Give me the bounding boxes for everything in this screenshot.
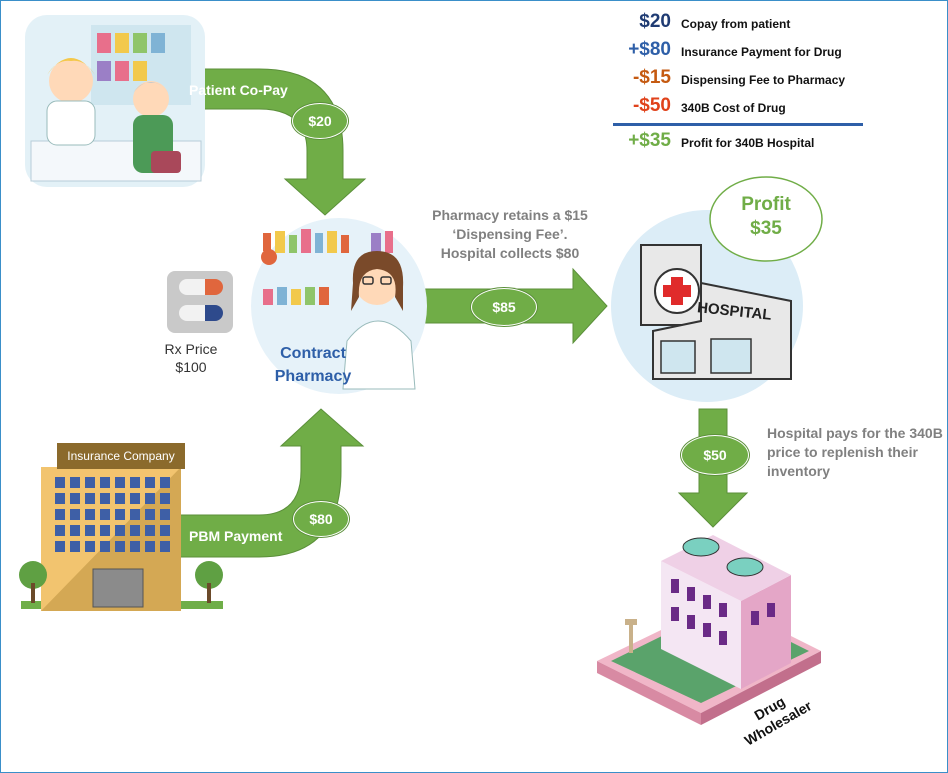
legend-label: 340B Cost of Drug	[681, 101, 786, 115]
building-window	[115, 509, 125, 520]
legend-item-copay: $20 Copay from patient	[601, 11, 901, 37]
building-window	[100, 525, 110, 536]
building-window	[115, 477, 125, 488]
profit-amount: $35	[750, 218, 782, 239]
building-window	[160, 525, 170, 536]
building-window	[100, 541, 110, 552]
contract-pharmacy-label: Contract Pharmacy	[274, 345, 352, 385]
pharmacy-fee-note: Pharmacy retains a $15 ‘Dispensing Fee’.…	[432, 207, 588, 261]
pbm-amount-badge: $80	[293, 501, 349, 537]
building-window	[55, 541, 65, 552]
building-window	[145, 509, 155, 520]
building-window	[145, 477, 155, 488]
legend-label: Copay from patient	[681, 17, 791, 31]
insurance-company-label: Insurance Company	[67, 449, 175, 463]
building-window	[55, 509, 65, 520]
legend-label: Dispensing Fee to Pharmacy	[681, 73, 846, 87]
building-window	[100, 493, 110, 504]
building-window	[55, 525, 65, 536]
building-window	[145, 541, 155, 552]
building-window	[85, 477, 95, 488]
building-window	[130, 541, 140, 552]
pill-icons	[167, 271, 233, 333]
building-window	[160, 477, 170, 488]
building-window	[85, 541, 95, 552]
contract-pharmacy-illustration	[251, 218, 427, 394]
rx-price-label: Rx Price	[164, 341, 218, 357]
building-window	[70, 477, 80, 488]
copay-amount-badge: $20	[292, 103, 348, 139]
building-window	[85, 525, 95, 536]
building-window	[160, 541, 170, 552]
building-window	[55, 493, 65, 504]
building-window	[70, 509, 80, 520]
legend-item-340b-cost: -$50 340B Cost of Drug	[601, 95, 901, 121]
legend-divider	[613, 123, 863, 126]
legend-amount: $20	[639, 11, 671, 32]
pharmacy-to-hospital-amount-badge: $85	[471, 288, 537, 326]
building-window	[70, 525, 80, 536]
building-window	[55, 477, 65, 488]
building-window	[130, 525, 140, 536]
building-window	[115, 525, 125, 536]
legend-amount: -$50	[632, 95, 671, 116]
wholesaler-illustration	[597, 535, 821, 725]
building-window	[100, 477, 110, 488]
pbm-payment-label: PBM Payment	[189, 528, 283, 544]
building-window	[70, 493, 80, 504]
building-window	[130, 509, 140, 520]
profit-bubble	[709, 176, 823, 262]
insurance-windows	[55, 477, 170, 552]
patient-copay-label: Patient Co-Pay	[189, 82, 288, 98]
legend-amount: -$15	[632, 67, 671, 88]
building-window	[115, 493, 125, 504]
building-window	[115, 541, 125, 552]
hospital-to-wholesaler-amount-badge: $50	[681, 435, 749, 475]
legend-item-dispensing-fee: -$15 Dispensing Fee to Pharmacy	[601, 67, 901, 93]
building-window	[100, 509, 110, 520]
hospital-payment-note: Hospital pays for the 340B price to repl…	[767, 425, 943, 479]
legend-item-insurance: +$80 Insurance Payment for Drug	[601, 39, 901, 65]
building-window	[130, 493, 140, 504]
legend-amount: +$80	[628, 39, 671, 60]
building-window	[85, 509, 95, 520]
rx-price-value: $100	[175, 359, 207, 375]
building-window	[160, 493, 170, 504]
building-window	[145, 525, 155, 536]
building-window	[85, 493, 95, 504]
legend-label: Insurance Payment for Drug	[681, 45, 842, 59]
building-window	[70, 541, 80, 552]
building-window	[145, 493, 155, 504]
legend-label: Profit for 340B Hospital	[681, 136, 815, 150]
building-window	[160, 509, 170, 520]
patient-pharmacy-illustration	[25, 15, 205, 187]
legend-amount: +$35	[628, 130, 671, 151]
building-window	[130, 477, 140, 488]
legend-item-profit: +$35 Profit for 340B Hospital	[601, 130, 901, 156]
profit-title: Profit	[741, 194, 791, 215]
